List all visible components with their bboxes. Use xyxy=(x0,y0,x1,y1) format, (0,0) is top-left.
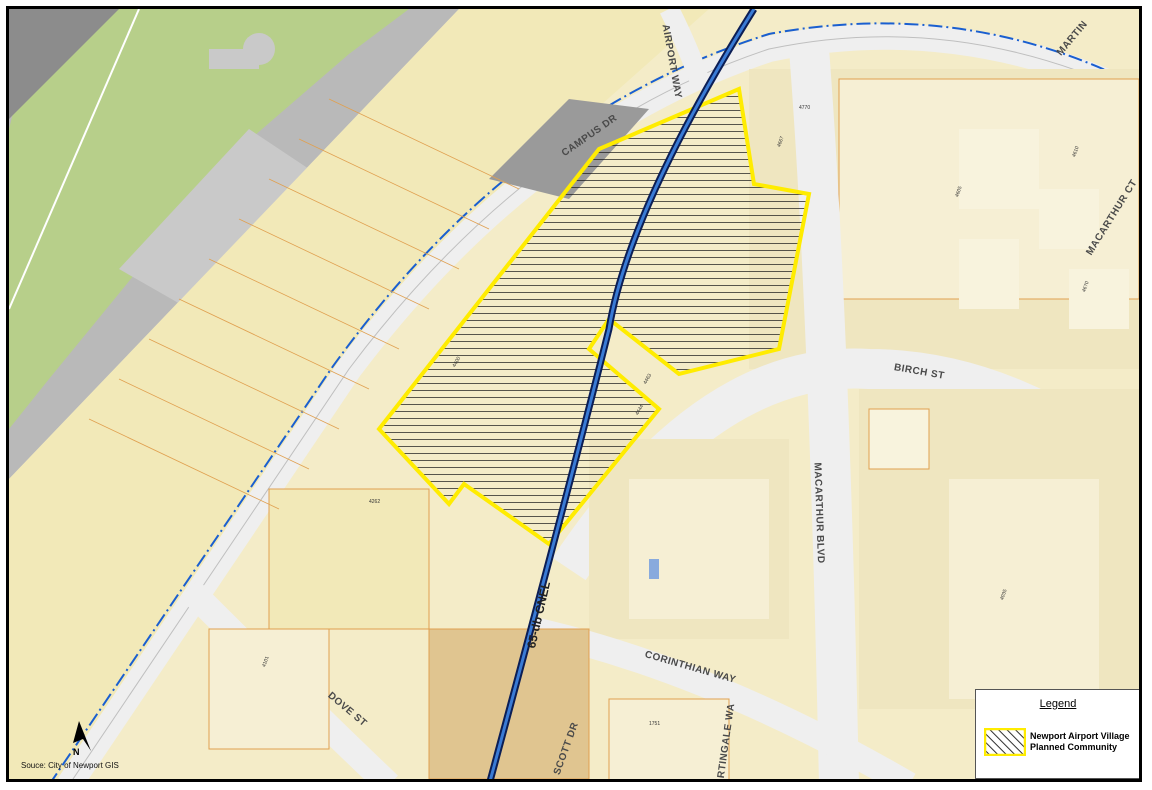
north-label: N xyxy=(73,747,80,757)
legend-title: Legend xyxy=(1039,698,1077,710)
legend-item-label-line1: Newport Airport Village xyxy=(1030,731,1130,741)
base-map xyxy=(9,9,1139,779)
legend: Legend Newport Airport Village Planned C… xyxy=(975,689,1139,779)
source-text: Souce: City of Newport GIS xyxy=(21,761,119,770)
legend-item-label-line2: Planned Community xyxy=(1030,742,1118,752)
map-frame: AIRPORT WAY CAMPUS DR MARTIN MACARTHUR C… xyxy=(6,6,1142,782)
airport-green-area xyxy=(9,9,409,429)
runway xyxy=(9,9,119,119)
north-arrow-icon xyxy=(73,721,91,751)
parking-lot-top xyxy=(489,99,649,199)
parcel-number: 4770 xyxy=(799,105,811,111)
parcel-lines xyxy=(88,98,520,510)
parcel-number: 1751 xyxy=(649,721,661,727)
macarthur-blvd-road xyxy=(789,47,859,779)
airport-grey-strip xyxy=(119,129,309,309)
legend-item: Newport Airport Village Planned Communit… xyxy=(984,728,1130,756)
campus-boundary-line xyxy=(51,22,1139,779)
planned-community-area xyxy=(376,86,812,547)
parcel-number: 4262 xyxy=(369,499,381,505)
legend-swatch-icon xyxy=(984,728,1026,756)
